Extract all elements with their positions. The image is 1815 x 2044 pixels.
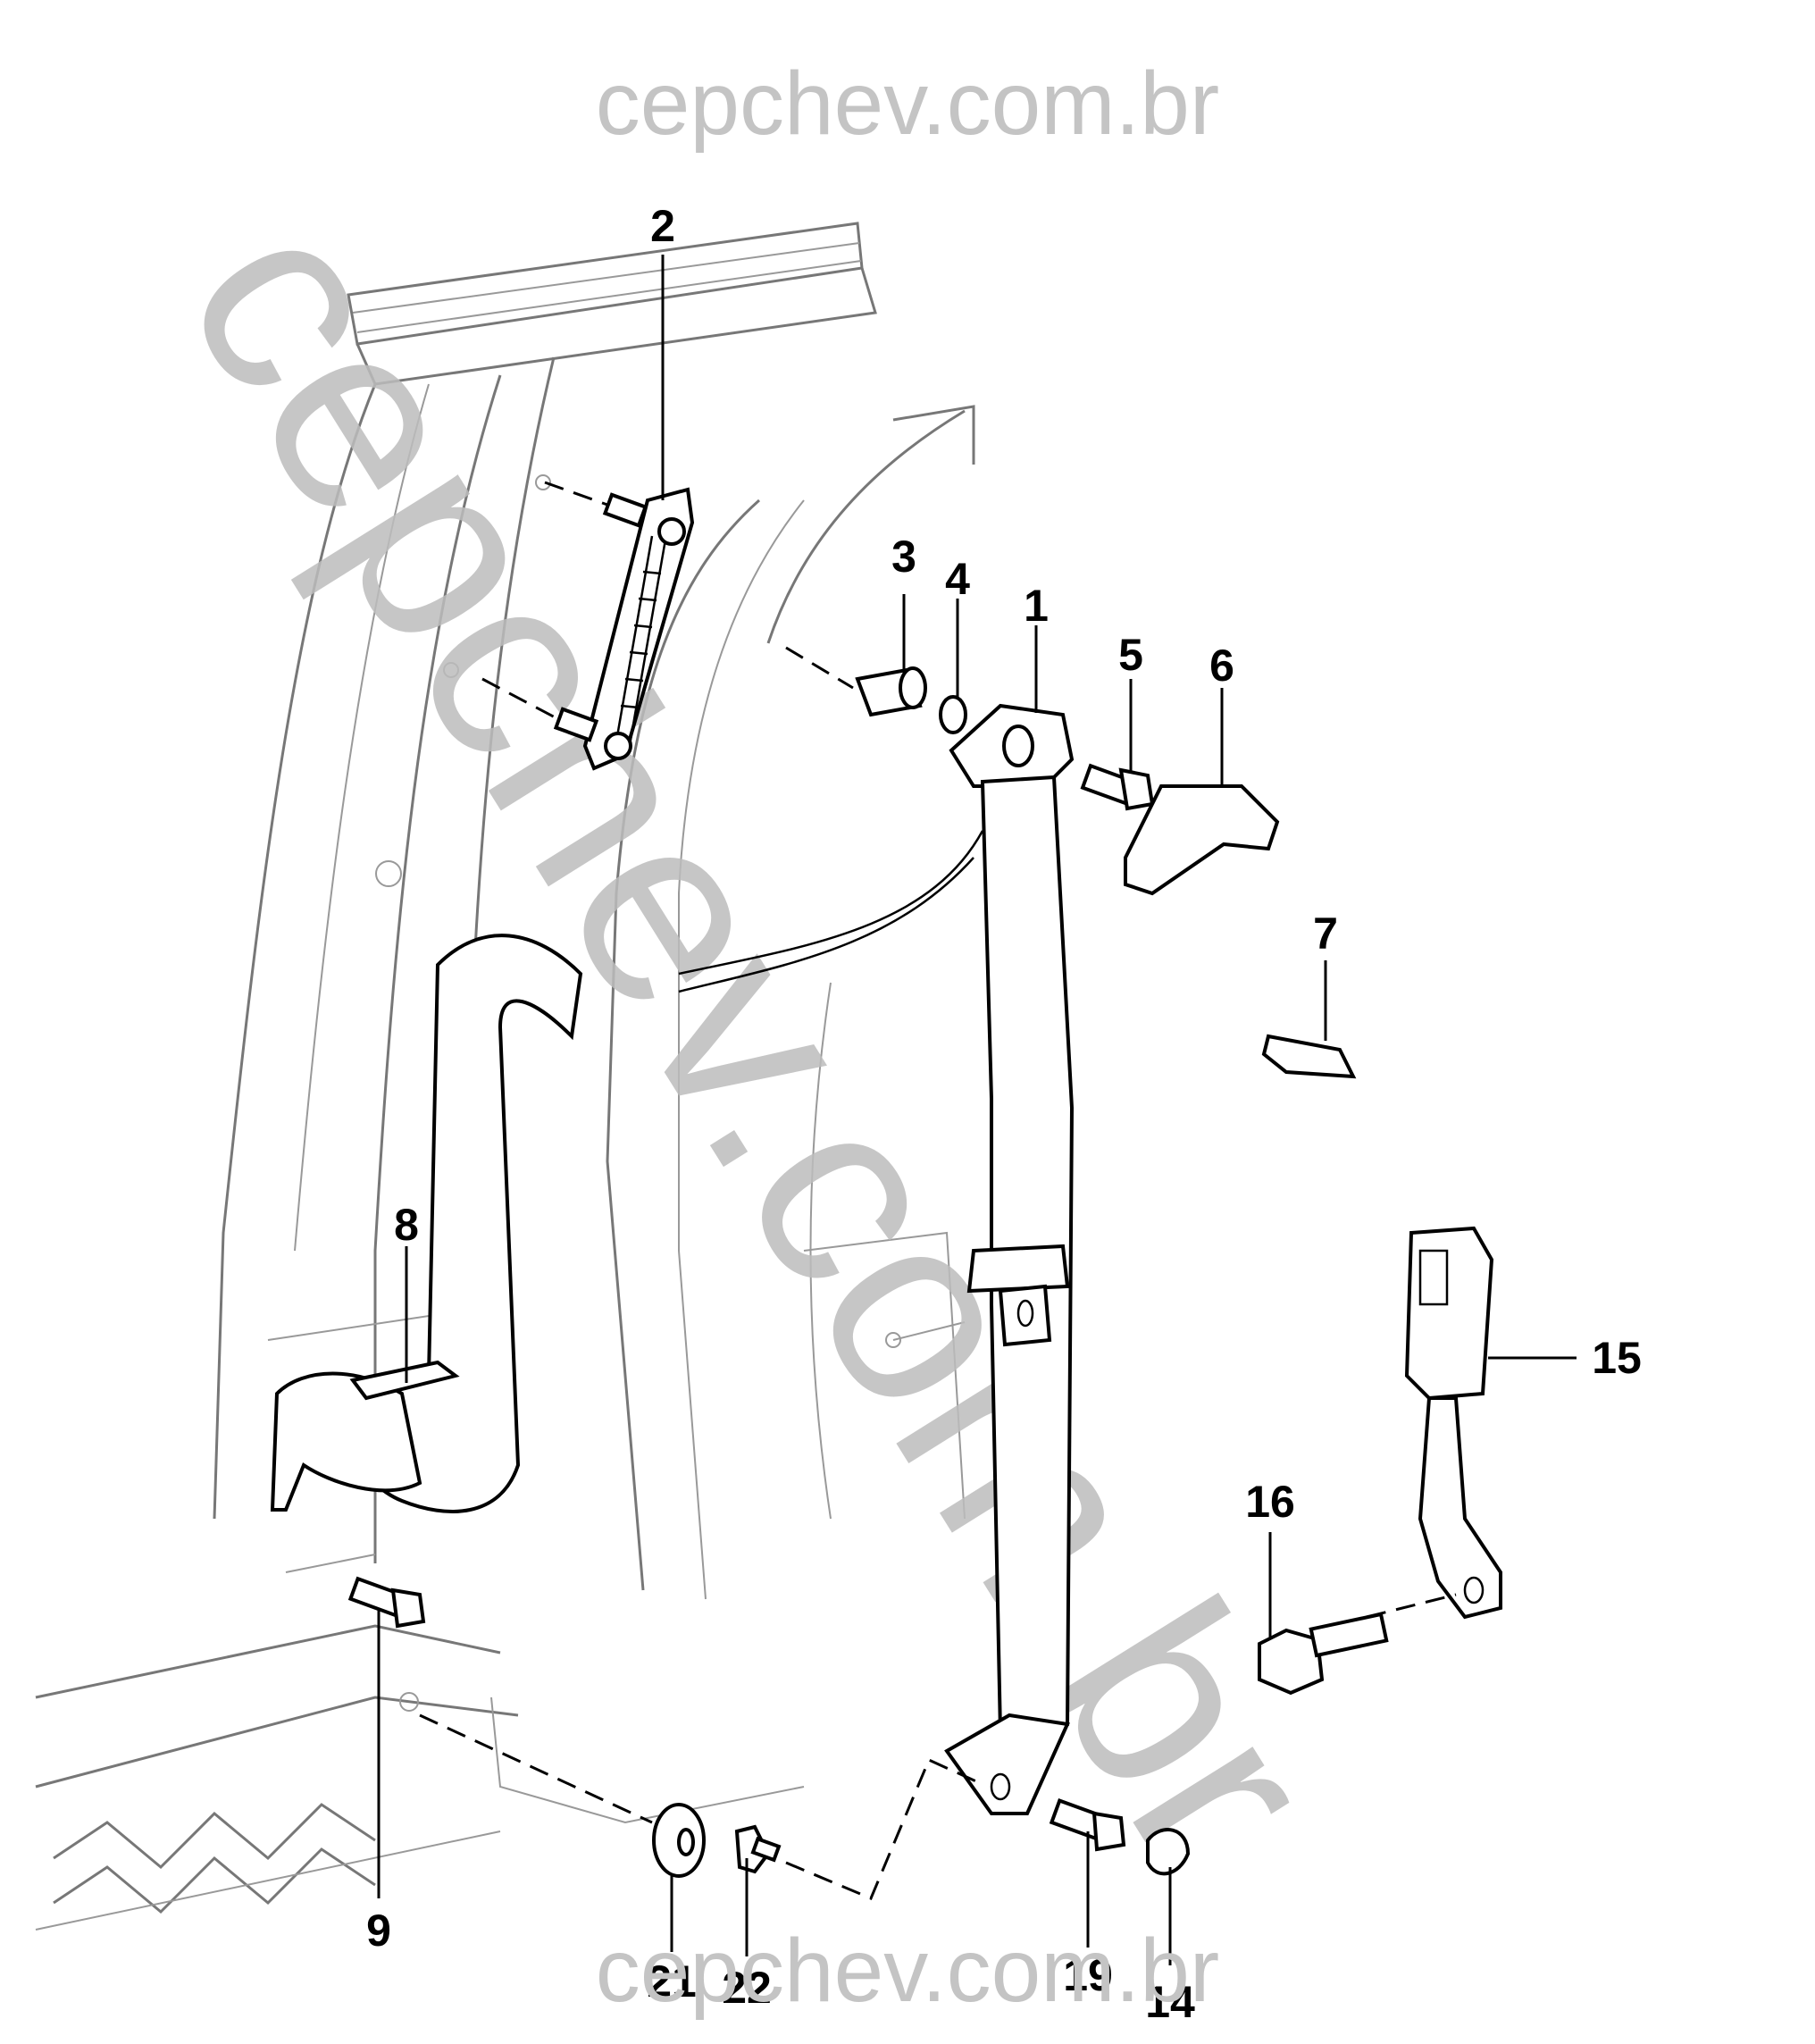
buckle-bolt: [1258, 1612, 1389, 1696]
watermark-bottom: cepchev.com.br: [596, 1921, 1219, 2021]
callout-7: 7: [1313, 909, 1338, 959]
height-adjuster-rail: [481, 481, 695, 771]
callout-22: 21: [647, 1956, 697, 2006]
lower-anchor-bolt: [1049, 1797, 1126, 1852]
callout-2: 2: [650, 201, 675, 251]
large-washer: [652, 1803, 706, 1878]
callout-14: 14: [1145, 1977, 1195, 2027]
screw: [1261, 1034, 1357, 1079]
upper-anchor-bolt: [1080, 763, 1155, 811]
callout-4: 4: [945, 554, 970, 604]
callout-21: 22: [722, 1963, 772, 2013]
seat-belt-webbing: [270, 703, 1075, 1815]
leader-lines: [377, 255, 1577, 1965]
callout-19: 19: [1063, 1950, 1113, 2000]
watermark-top: cepchev.com.br: [596, 54, 1219, 154]
callout-1: 1: [1024, 581, 1049, 631]
callout-16: 16: [1245, 1477, 1295, 1527]
nut: [734, 1824, 782, 1874]
belt-guide-bracket: [349, 1360, 460, 1401]
parts: [270, 481, 1502, 1900]
callout-8: 8: [394, 1200, 419, 1250]
lower-pillar-bolt: [347, 1576, 426, 1629]
callouts: 2 3 4 1 5 6 7 8 9 15 16 19 14 22 21: [366, 201, 1642, 2027]
assembly-path: [419, 1713, 979, 1900]
callout-9: 9: [366, 1906, 391, 1956]
seat-belt-buckle: [1366, 1226, 1502, 1620]
callout-5: 5: [1118, 630, 1143, 680]
anchor-cover: [1124, 784, 1280, 896]
callout-6: 6: [1209, 641, 1234, 691]
spacer: [785, 646, 927, 717]
bolt-cap: [1146, 1828, 1191, 1876]
watermark-diagonal: cepchev.com.br: [129, 166, 1376, 1914]
washer: [939, 695, 967, 734]
callout-15: 15: [1592, 1333, 1642, 1383]
callout-3: 3: [891, 532, 916, 582]
vehicle-body-background: [35, 222, 975, 1931]
